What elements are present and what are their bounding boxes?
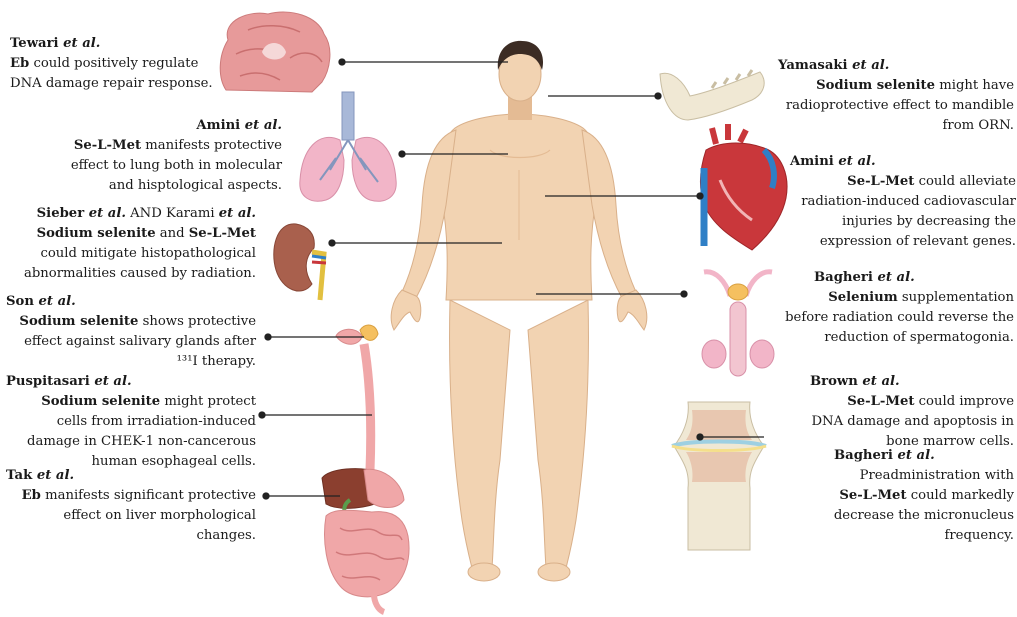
annotation-bagheri-micronucleus: Bagheri et al. Preadministration with Se… xyxy=(790,446,1014,546)
mandible-icon xyxy=(660,70,764,120)
author-puspitasari: Puspitasari et al. xyxy=(6,372,256,392)
annotation-puspitasari: Puspitasari et al. Sodium selenite might… xyxy=(6,372,256,472)
annotation-brown: Brown et al. Se-L-Met could improve DNA … xyxy=(790,372,1014,452)
compound-son: Sodium selenite xyxy=(19,314,138,329)
compound-amini-heart: Se-L-Met xyxy=(847,174,914,189)
author-yamasaki: Yamasaki et al. xyxy=(778,56,1014,76)
compound-yamasaki: Sodium selenite xyxy=(816,78,935,93)
compound-sieber-2: Se-L-Met xyxy=(189,226,256,241)
author-son: Son et al. xyxy=(6,292,256,312)
compound-bagheri-micronucleus: Se-L-Met xyxy=(839,488,906,503)
author-sieber-karami: Sieber et al. AND Karami et al. xyxy=(6,204,256,224)
digestive-organs-icon xyxy=(322,469,409,612)
annotation-tewari: Tewari et al. Eb could positively regula… xyxy=(10,34,230,94)
author-amini-heart: Amini et al. xyxy=(790,152,1016,172)
annotation-son: Son et al. Sodium selenite shows protect… xyxy=(6,292,256,372)
author-tak: Tak et al. xyxy=(6,466,256,486)
finding-sieber-2: could mitigate histopathological abnorma… xyxy=(24,246,256,281)
compound-sieber-1: Sodium selenite xyxy=(37,226,156,241)
compound-tewari: Eb xyxy=(10,56,29,71)
author-tewari: Tewari et al. xyxy=(10,34,230,54)
compound-tak: Eb xyxy=(22,488,41,503)
human-body-figure xyxy=(391,41,647,581)
annotation-sieber-karami: Sieber et al. AND Karami et al. Sodium s… xyxy=(6,204,256,284)
annotation-amini-lung: Amini et al. Se-L-Met manifests protecti… xyxy=(20,116,282,196)
reproductive-organ-icon xyxy=(702,272,774,376)
lungs-icon xyxy=(300,92,396,201)
annotation-bagheri-spermatogonia: Bagheri et al. Selenium supplementation … xyxy=(770,268,1014,348)
author-bagheri-micronucleus: Bagheri et al. xyxy=(790,446,1014,466)
heart-icon xyxy=(700,124,787,250)
author-amini-lung: Amini et al. xyxy=(20,116,282,136)
compound-amini-lung: Se-L-Met xyxy=(74,138,141,153)
finding-sieber-1: and xyxy=(156,226,189,241)
author-brown: Brown et al. xyxy=(790,372,1014,392)
finding-bagheri-spermatogonia: supplementation before radiation could r… xyxy=(785,290,1014,345)
finding-bagheri-micronucleus-pre: Preadministration with xyxy=(860,468,1014,483)
kidney-icon xyxy=(274,224,326,300)
brain-icon xyxy=(220,12,330,92)
finding-tak: manifests significant protective effect … xyxy=(41,488,256,543)
salivary-gland-esophagus-icon xyxy=(336,325,378,470)
compound-brown: Se-L-Met xyxy=(847,394,914,409)
annotation-amini-heart: Amini et al. Se-L-Met could alleviate ra… xyxy=(790,152,1016,252)
joint-bone-icon xyxy=(672,402,766,550)
author-bagheri-spermatogonia: Bagheri et al. xyxy=(770,268,1014,288)
finding-tewari: could positively regulate DNA damage rep… xyxy=(10,56,213,91)
annotation-yamasaki: Yamasaki et al. Sodium selenite might ha… xyxy=(778,56,1014,136)
compound-bagheri-spermatogonia: Selenium xyxy=(828,290,897,305)
annotation-tak: Tak et al. Eb manifests significant prot… xyxy=(6,466,256,546)
compound-puspitasari: Sodium selenite xyxy=(41,394,160,409)
